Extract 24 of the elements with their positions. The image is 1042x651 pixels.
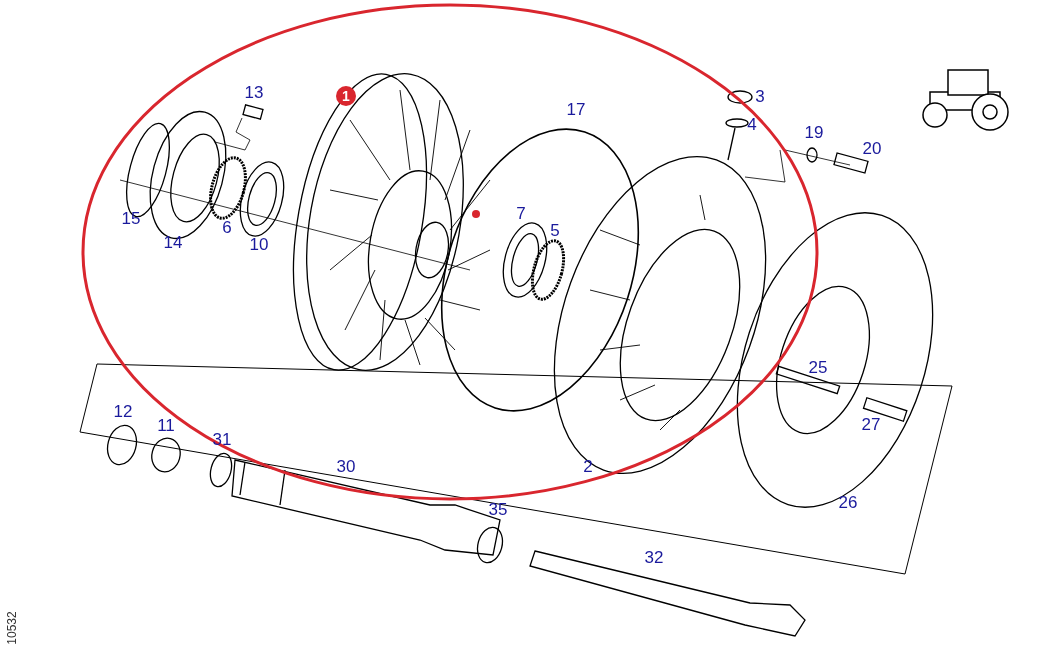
- callout-number: 26: [838, 494, 858, 512]
- callout-number: 30: [336, 458, 356, 476]
- figure-number: 10532: [4, 611, 20, 645]
- callout-number: 14: [163, 234, 183, 252]
- callout-number: 10: [249, 236, 269, 254]
- callout-number: 11: [157, 417, 175, 435]
- callout-number: 19: [804, 124, 824, 142]
- callout-number: 35: [488, 501, 508, 519]
- callout-number: 20: [862, 140, 882, 158]
- callout-number: 17: [566, 101, 586, 119]
- callout-number: 12: [113, 403, 133, 421]
- callout-badge: 1: [336, 86, 356, 106]
- callout-number: 13: [244, 84, 264, 102]
- callout-number: 6: [222, 219, 232, 237]
- callout-number: 2: [583, 458, 593, 476]
- callout-number: 7: [516, 205, 526, 223]
- callout-number: 27: [861, 416, 881, 434]
- callout-number: 15: [121, 210, 141, 228]
- callout-number: 25: [808, 359, 828, 377]
- callout-number: 31: [212, 431, 232, 449]
- callout-number: 3: [755, 88, 765, 106]
- callout-number: 4: [747, 116, 757, 134]
- callout-number: 5: [550, 222, 560, 240]
- callout-number: 32: [644, 549, 664, 567]
